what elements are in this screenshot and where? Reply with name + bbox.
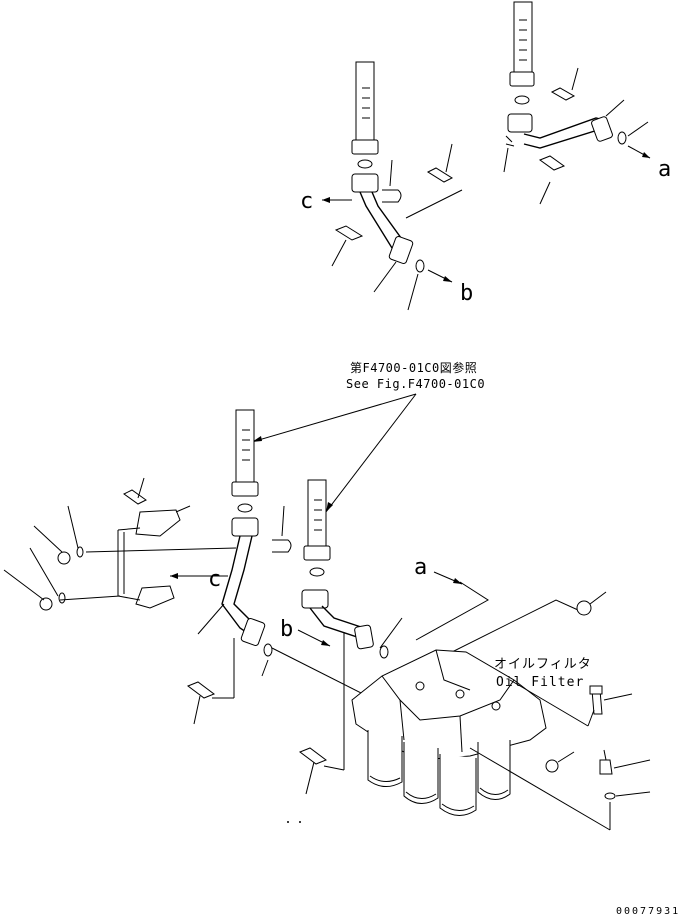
hose-bottom-right: [307, 479, 327, 549]
bracket-lower: [135, 585, 175, 609]
sensor-plug: [599, 759, 613, 775]
label-b-top: b: [460, 281, 473, 306]
reference-en: See Fig.F4700-01C0: [346, 377, 485, 391]
o-ring-small-center: [415, 259, 425, 273]
assembly-top-right: [503, 1, 651, 205]
assembly-top-center: [322, 61, 463, 311]
flange-hose-end: [509, 71, 535, 87]
label-c-bottom: c: [208, 567, 221, 592]
leader-ref-1: [251, 393, 417, 443]
label-c-top: c: [300, 189, 313, 214]
o-ring: [514, 95, 530, 105]
pipe-end-flange: [591, 116, 613, 142]
oil-filter-en: Oil Filter: [496, 675, 584, 690]
pipe-flange-center: [351, 173, 379, 193]
u-clip: [382, 189, 402, 203]
oil-filter-assembly: [287, 591, 651, 831]
reference-jp: 第F4700-01C0図参照: [350, 360, 477, 375]
nut-lower: [39, 597, 53, 611]
nut-upper: [57, 551, 71, 565]
label-b-bottom: b: [280, 617, 293, 642]
label-a-top: a: [658, 157, 671, 182]
bolt-upper-center: [426, 167, 454, 183]
bracket-upper: [135, 509, 181, 537]
filter-canister-2: [403, 742, 439, 804]
filter-canister-4: [477, 740, 511, 800]
flange-hose-end-center: [351, 139, 379, 155]
bolt-upper: [550, 87, 576, 101]
leader-ref-2: [325, 393, 417, 513]
filter-canister-1: [367, 730, 403, 787]
o-ring-small: [617, 131, 627, 145]
bolt-lower: [538, 155, 566, 171]
filter-canister-3: [439, 754, 477, 816]
drawing-number: 00077931: [616, 906, 680, 917]
bolt-lower-center: [334, 225, 364, 241]
washer: [604, 792, 616, 800]
nut-right: [576, 600, 592, 616]
oil-filter-jp: オイルフィルタ: [494, 657, 592, 672]
o-ring-center: [357, 159, 373, 169]
hose-upper-right: [513, 1, 533, 73]
hose-bottom-left: [235, 409, 255, 485]
hose-upper-center: [355, 61, 375, 143]
pipe-flange: [507, 113, 533, 133]
pipe-end-flange-center: [388, 235, 414, 265]
label-a-bottom: a: [414, 555, 427, 580]
